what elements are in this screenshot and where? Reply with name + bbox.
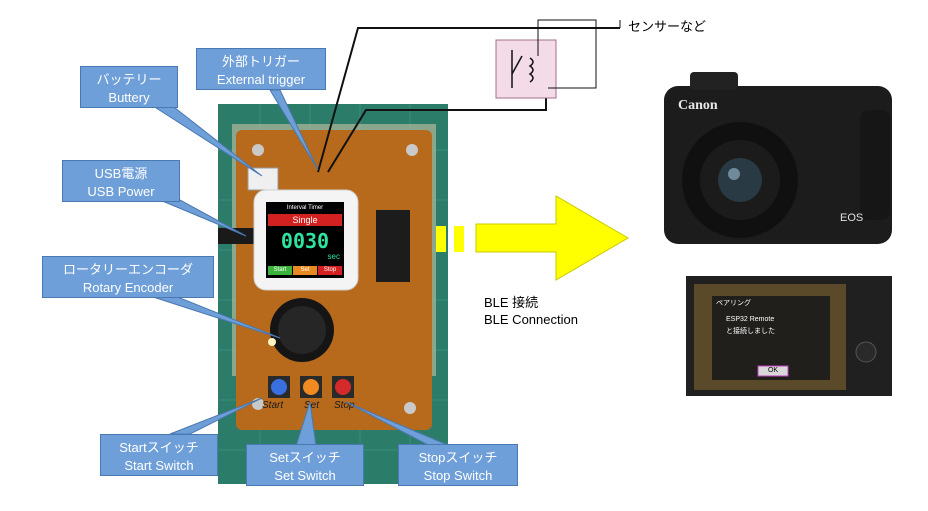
board-set-label: Set bbox=[304, 400, 320, 411]
callout-en: Set Switch bbox=[274, 468, 336, 483]
relay-switch bbox=[511, 55, 523, 75]
board-start-label: Start bbox=[262, 400, 284, 411]
camera-grip bbox=[860, 110, 890, 220]
callout-jp: 外部トリガー bbox=[221, 54, 300, 69]
ble-arrow bbox=[475, 195, 629, 281]
callout-stop-switch: Stopスイッチ Stop Switch bbox=[398, 444, 518, 486]
pairing-ok: OK bbox=[767, 367, 779, 374]
led bbox=[268, 338, 276, 346]
device-timer-value: 0030 bbox=[280, 229, 330, 253]
callout-jp: Startスイッチ bbox=[119, 440, 199, 455]
callout-jp: バッテリー bbox=[96, 72, 162, 87]
device-unit: sec bbox=[327, 252, 340, 261]
camera-model: EOS bbox=[840, 212, 864, 224]
rotary-knob-top bbox=[278, 306, 326, 354]
mode-bar bbox=[268, 214, 342, 226]
callout-en: Buttery bbox=[108, 90, 150, 105]
arrow-dash bbox=[454, 226, 464, 252]
usb-cable bbox=[218, 228, 258, 244]
relay-wire bbox=[537, 19, 597, 89]
ble-label: BLE 接続 BLE Connection bbox=[484, 294, 578, 328]
device-screen-title: Interval Timer bbox=[286, 205, 324, 211]
callout-usb-power: USB電源 USB Power bbox=[62, 160, 180, 202]
callout-battery: バッテリー Buttery bbox=[80, 66, 178, 108]
screw bbox=[404, 402, 416, 414]
callout-jp: USB電源 bbox=[94, 166, 148, 181]
callout-start-switch: Startスイッチ Start Switch bbox=[100, 434, 218, 476]
ble-label-line2: BLE Connection bbox=[484, 312, 578, 327]
callout-en: External trigger bbox=[216, 72, 306, 87]
pairing-header: ペアリング bbox=[716, 300, 751, 307]
relay-coil-icon bbox=[528, 57, 534, 83]
softkey-set-label: Set bbox=[300, 267, 310, 273]
pairing-line1: ESP32 Remote bbox=[726, 316, 775, 323]
lens-glare bbox=[728, 168, 740, 180]
stop-button bbox=[335, 379, 351, 395]
callout-rotary-encoder: ロータリーエンコーダ Rotary Encoder bbox=[42, 256, 214, 298]
callout-en: USB Power bbox=[87, 184, 155, 199]
callout-set-switch: Setスイッチ Set Switch bbox=[246, 444, 364, 486]
callout-en: Stop Switch bbox=[423, 468, 493, 483]
softkey-start-label: Start bbox=[273, 267, 287, 273]
screw bbox=[252, 144, 264, 156]
screw bbox=[406, 144, 418, 156]
ble-label-line1: BLE 接続 bbox=[484, 295, 539, 310]
relay-box bbox=[495, 39, 557, 99]
trigger-wire bbox=[327, 98, 547, 173]
callout-jp: ロータリーエンコーダ bbox=[62, 262, 193, 277]
ic-chip bbox=[376, 210, 410, 282]
callout-external-trigger: 外部トリガー External trigger bbox=[196, 48, 326, 90]
callout-jp: Stopスイッチ bbox=[418, 450, 498, 465]
callout-en: Start Switch bbox=[124, 458, 194, 473]
camera-brand: Canon bbox=[678, 98, 718, 113]
start-button bbox=[271, 379, 287, 395]
softkey-stop-label: Stop bbox=[323, 267, 337, 273]
device-mode-label: Single bbox=[292, 215, 318, 225]
arrow-dash bbox=[436, 226, 446, 252]
trigger-wire bbox=[317, 27, 620, 173]
start-softkey bbox=[268, 266, 292, 275]
camera-lens-glass bbox=[718, 158, 762, 202]
callout-en: Rotary Encoder bbox=[82, 280, 174, 295]
pairing-line2: と接続しました bbox=[726, 328, 775, 335]
set-button bbox=[303, 379, 319, 395]
callout-jp: Setスイッチ bbox=[269, 450, 341, 465]
camera-top-dial bbox=[690, 72, 738, 90]
sensor-label: センサーなど bbox=[628, 19, 707, 34]
stop-softkey bbox=[318, 266, 342, 275]
battery-connector bbox=[247, 167, 279, 191]
camera-dial bbox=[855, 341, 877, 363]
set-softkey bbox=[293, 266, 317, 275]
ok-button-bg bbox=[757, 365, 789, 377]
board-stop-label: Stop bbox=[334, 400, 355, 411]
